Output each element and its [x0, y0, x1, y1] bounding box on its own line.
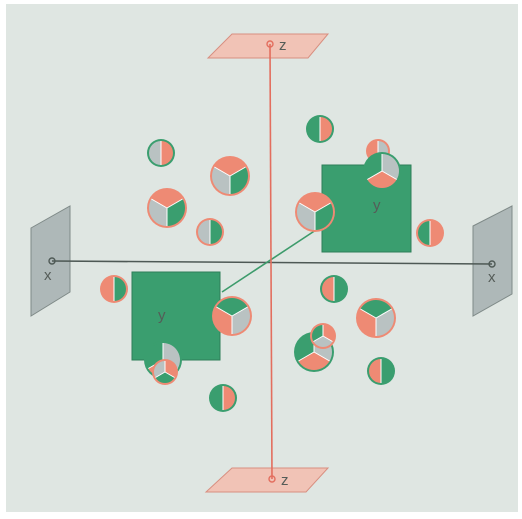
three-sector-glyph: [295, 192, 335, 232]
half-disc-glyph: [306, 115, 334, 143]
x-plane-left: [30, 205, 71, 317]
y-label-lower: y: [158, 307, 166, 324]
three-sector-glyph: [152, 359, 178, 385]
z-plane-bottom: [204, 467, 330, 493]
x-label-right: x: [488, 269, 496, 286]
paper-background: [6, 4, 518, 512]
z-axis-top-marker: [266, 40, 274, 48]
z-axis-line: [269, 43, 273, 480]
three-sector-glyph: [310, 323, 336, 349]
y-plane-lower: [131, 271, 221, 361]
three-sector-glyph: [363, 152, 401, 190]
half-disc-glyph: [196, 218, 224, 246]
half-disc-glyph: [416, 219, 444, 247]
three-sector-glyph: [147, 188, 187, 228]
x-label-left: x: [44, 267, 52, 284]
z-label-bottom: z: [281, 472, 289, 489]
three-sector-glyph: [210, 156, 250, 196]
y-label-upper: y: [373, 197, 381, 214]
z-label-top: z: [279, 37, 287, 54]
half-disc-glyph: [367, 357, 395, 385]
y-axis-line: [221, 225, 323, 293]
z-axis-bottom-marker: [268, 475, 276, 483]
three-sector-glyph: [356, 298, 396, 338]
half-disc-glyph: [320, 275, 348, 303]
half-disc-glyph: [147, 139, 175, 167]
x-axis-line: [51, 260, 493, 265]
x-axis-right-marker: [488, 260, 496, 268]
half-disc-glyph: [100, 275, 128, 303]
orientation-glyphs: [100, 115, 444, 412]
x-axis-left-marker: [48, 257, 56, 265]
half-disc-glyph: [209, 384, 237, 412]
three-sector-glyph: [212, 296, 252, 336]
